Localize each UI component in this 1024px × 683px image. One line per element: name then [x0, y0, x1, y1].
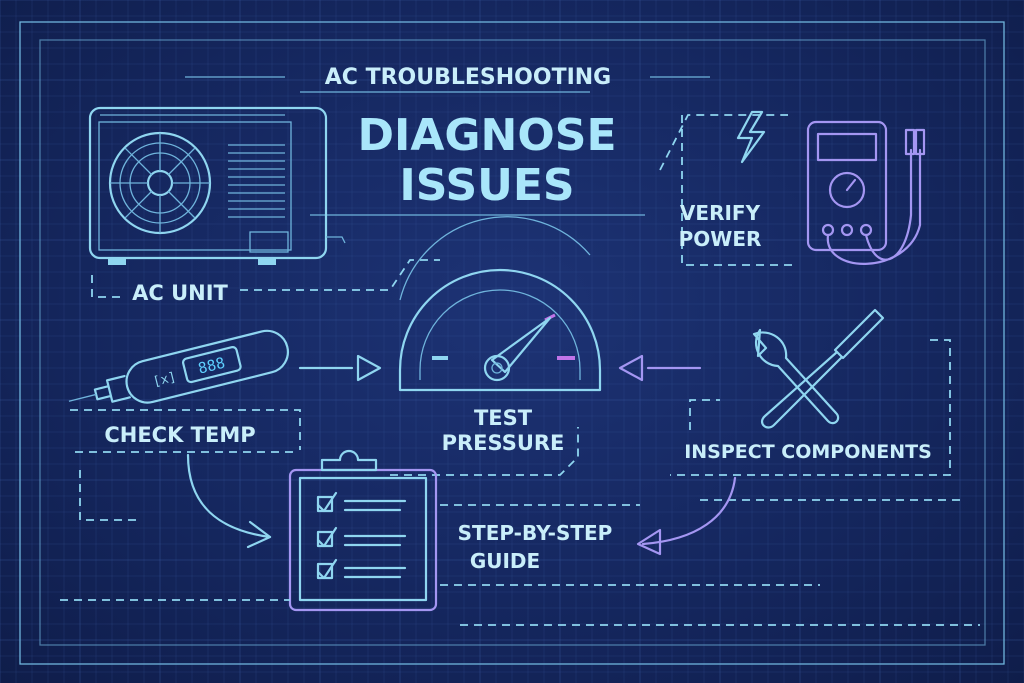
check-mark: [316, 526, 338, 548]
label-step-by-step: STEP-BY-STEP: [458, 521, 613, 545]
label-inspect-components: INSPECT COMPONENTS: [684, 441, 932, 463]
pressure-gauge-icon: [398, 216, 602, 392]
check-mark: [316, 558, 338, 580]
thermometer-icon: 888 [x]: [68, 329, 289, 404]
arrow-left-to-gauge: [618, 354, 702, 382]
check-mark: [316, 491, 338, 513]
guide-leader: [60, 504, 980, 626]
label-check-temp: CHECK TEMP: [104, 423, 255, 447]
wrench-icon: [752, 328, 840, 425]
temp-leader: [70, 409, 301, 521]
label-ac-unit: AC UNIT: [132, 281, 228, 305]
arrow-right-to-gauge: [298, 354, 382, 382]
label-power: POWER: [679, 227, 762, 251]
label-guide: GUIDE: [470, 549, 540, 573]
house-outline: [659, 114, 792, 266]
lightning-icon: [736, 110, 766, 164]
main-title-line2: ISSUES: [399, 160, 574, 211]
outer-frame: [19, 21, 1005, 665]
curved-arrow-temp-to-guide: [186, 453, 272, 549]
label-verify: VERIFY: [680, 201, 761, 225]
clipboard-checklist-icon: [288, 449, 438, 612]
pressure-leader: [390, 427, 579, 476]
label-pressure: PRESSURE: [442, 431, 565, 455]
kicker-title: AC TROUBLESHOOTING: [325, 65, 611, 90]
screwdriver-icon: [760, 308, 885, 429]
curved-arrow-inspect-to-guide: [636, 476, 737, 556]
multimeter-icon: [806, 120, 926, 265]
label-test: TEST: [474, 406, 533, 430]
thermometer-button: [x]: [151, 370, 177, 390]
main-title-line1: DIAGNOSE: [357, 110, 616, 161]
ac-unit-icon: [88, 106, 346, 265]
inspect-leader: [670, 339, 960, 501]
inner-frame: [39, 39, 986, 646]
ac-unit-leader: [91, 259, 440, 298]
